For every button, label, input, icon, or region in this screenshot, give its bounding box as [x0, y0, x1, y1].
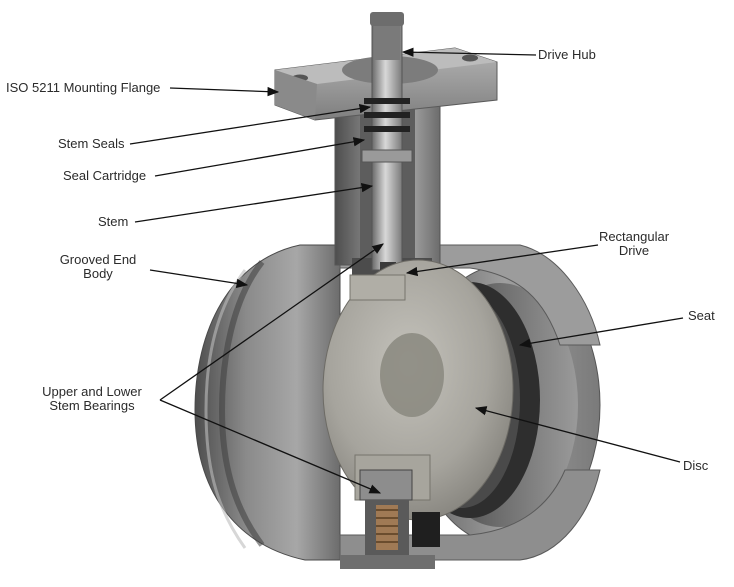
leader-stem-bearing-lower: [159, 399, 382, 494]
label-rectangular-drive-line1: Rectangular: [598, 229, 670, 244]
leader-drive-hub: [401, 47, 537, 57]
leader-disc: [474, 406, 681, 463]
leader-mounting-flange: [169, 86, 280, 97]
leader-rectangular-drive: [405, 244, 599, 277]
label-grooved-end-body-line1: Grooved End: [59, 252, 137, 267]
leader-grooved-end-body: [149, 269, 249, 289]
label-stem-bearings-line1: Upper and Lower: [42, 384, 142, 399]
leader-stem-seals: [129, 103, 372, 145]
label-stem-bearings-line2: Stem Bearings: [49, 398, 135, 413]
grooved-end-body: [194, 244, 601, 561]
label-rectangular-drive-line2: Drive: [618, 243, 650, 258]
lower-stem-bearing: [340, 469, 440, 569]
label-grooved-end-body-line2: Body: [83, 266, 113, 281]
label-mounting-flange: ISO 5211 Mounting Flange: [6, 80, 161, 95]
leader-stem: [134, 182, 374, 223]
leader-seal-cartridge: [154, 137, 366, 177]
leader-seat: [518, 317, 684, 348]
leader-lines: [129, 47, 684, 494]
label-drive-hub: Drive Hub: [538, 47, 596, 62]
label-seal-cartridge: Seal Cartridge: [63, 168, 147, 183]
label-disc: Disc: [683, 458, 709, 473]
label-rectangular-drive: Rectangular Drive: [594, 230, 674, 258]
label-stem-seals: Stem Seals: [58, 136, 125, 151]
label-grooved-end-body: Grooved End Body: [56, 253, 140, 281]
label-stem: Stem: [98, 214, 129, 229]
leader-stem-bearing-upper: [159, 243, 384, 401]
label-stem-bearings: Upper and Lower Stem Bearings: [36, 385, 148, 413]
label-seat: Seat: [688, 308, 715, 323]
